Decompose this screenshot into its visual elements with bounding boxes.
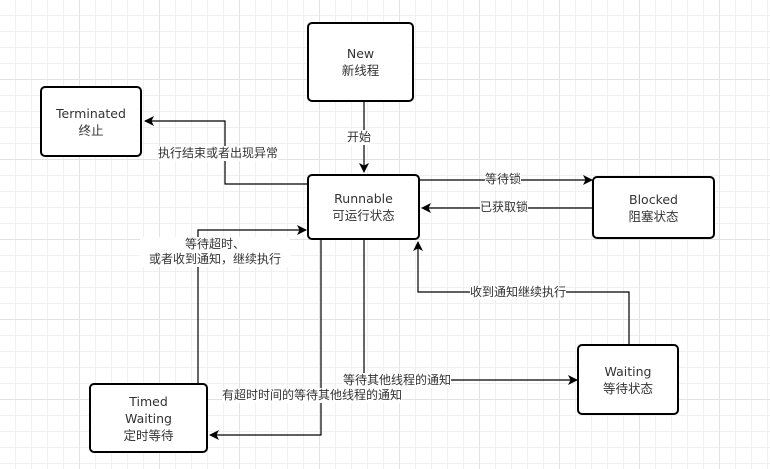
state-new: New 新线程 <box>307 22 414 102</box>
label-wait-notify: 等待其他线程的通知 <box>343 373 452 388</box>
label-finish: 执行结束或者出现异常 <box>158 146 279 161</box>
state-new-zh: 新线程 <box>341 63 380 78</box>
state-runnable: Runnable 可运行状态 <box>307 174 420 240</box>
state-new-en: New <box>346 46 375 61</box>
state-terminated-zh: 终止 <box>78 122 104 138</box>
state-runnable-en: Runnable <box>334 191 393 206</box>
arrow-runnable-to-waiting <box>363 240 578 385</box>
arrow-runnable-to-timed-waiting <box>209 240 322 440</box>
state-terminated-en: Terminated <box>56 105 126 121</box>
state-blocked-en: Blocked <box>629 191 678 207</box>
label-timed-wait-notify: 有超时时间的等待其他线程的通知 <box>222 388 403 403</box>
label-timeout-line2: 或者收到通知，继续执行 <box>148 252 281 266</box>
state-timed-waiting-en2: Waiting <box>125 410 172 426</box>
state-waiting: Waiting 等待状态 <box>577 344 679 415</box>
label-notified-continue: 收到通知继续执行 <box>470 285 567 300</box>
label-timeout-line1: 等待超时、 <box>184 237 245 251</box>
arrow-timed-waiting-to-runnable <box>197 225 307 383</box>
label-got-lock: 已获取锁 <box>480 200 529 215</box>
state-timed-waiting: Timed Waiting 定时等待 <box>89 383 208 453</box>
state-terminated: Terminated 终止 <box>40 86 142 157</box>
label-timeout-or-notified: 等待超时、 或者收到通知，继续执行 <box>140 237 290 267</box>
state-waiting-en: Waiting <box>604 363 652 379</box>
state-blocked: Blocked 阻塞状态 <box>592 176 715 239</box>
state-timed-waiting-zh: 定时等待 <box>123 427 174 443</box>
state-timed-waiting-en1: Timed <box>129 393 168 409</box>
state-waiting-zh: 等待状态 <box>602 380 653 396</box>
state-runnable-zh: 可运行状态 <box>332 208 395 223</box>
label-wait-lock: 等待锁 <box>485 172 522 187</box>
state-blocked-zh: 阻塞状态 <box>628 208 679 224</box>
label-start: 开始 <box>347 130 372 145</box>
